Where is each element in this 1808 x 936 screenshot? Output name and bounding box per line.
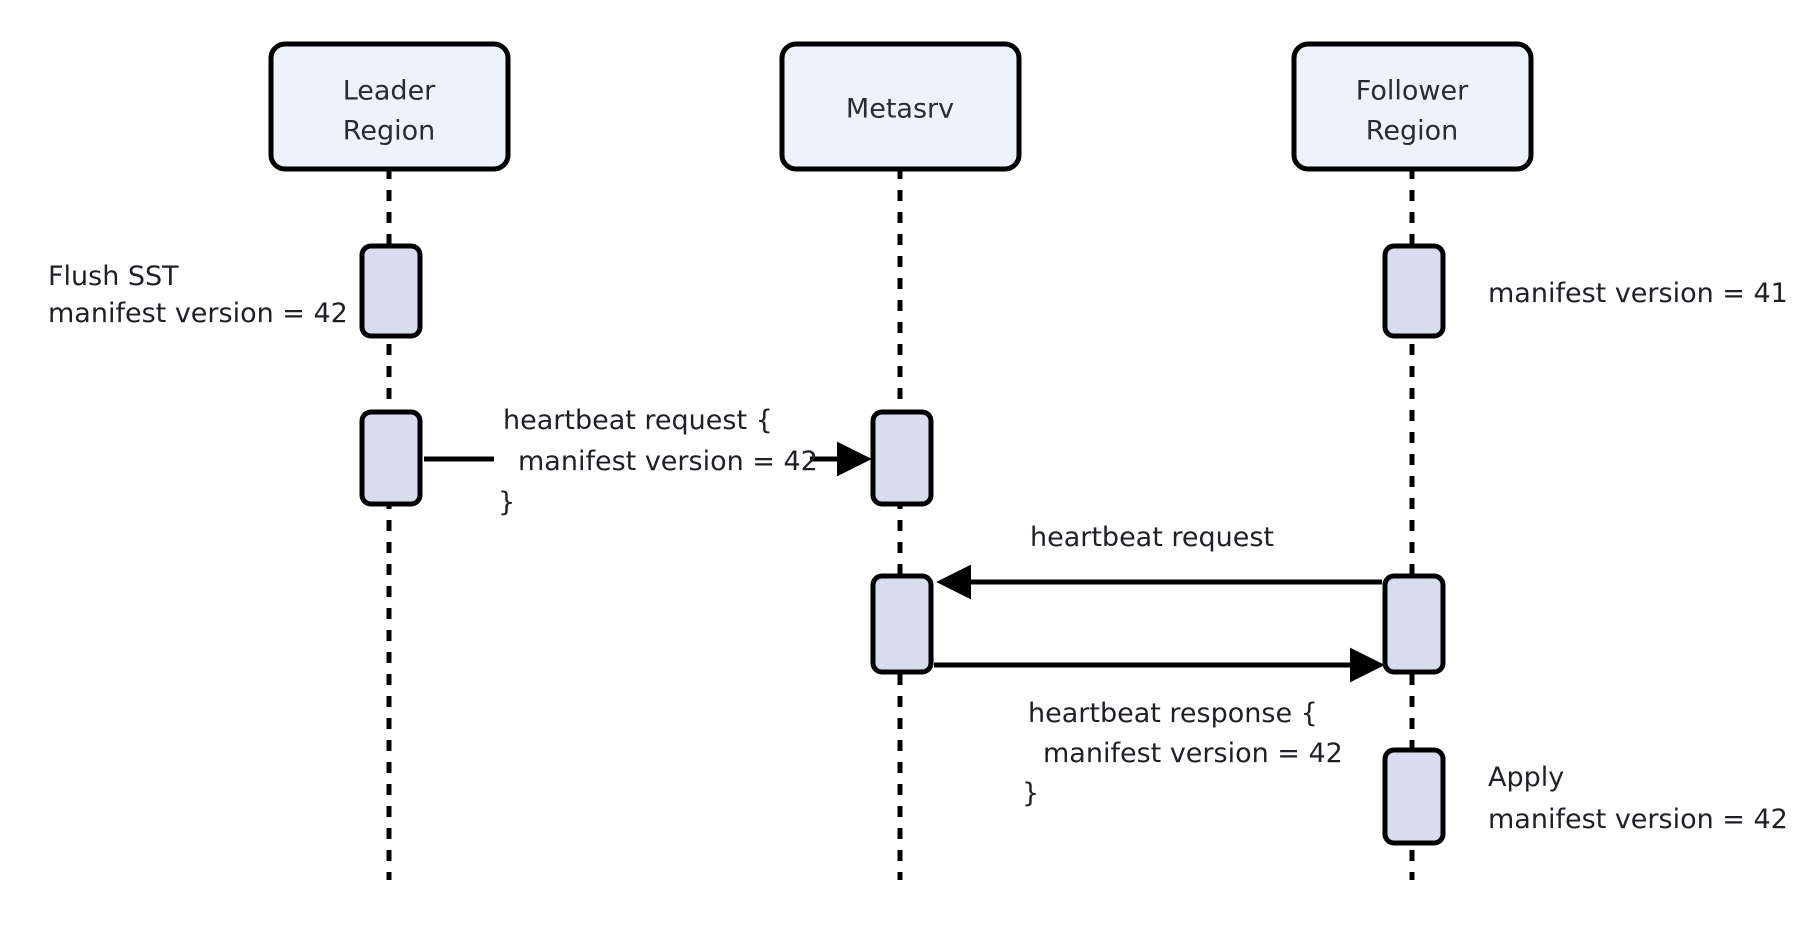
activation-leader-heartbeat[interactable]	[359, 409, 423, 507]
message-heartbeat-request-leader-line3: }	[498, 487, 515, 518]
activation-follower-apply[interactable]	[1382, 747, 1446, 846]
participant-metasrv-box[interactable]	[779, 41, 1022, 172]
message-heartbeat-request-follower-label: heartbeat request	[1030, 522, 1274, 553]
activation-metasrv-follower-exchange[interactable]	[870, 573, 934, 675]
activation-follower-heartbeat[interactable]	[1382, 573, 1446, 675]
note-follower-v41: manifest version = 41	[1488, 278, 1788, 309]
participant-leader-box[interactable]	[268, 41, 511, 172]
activation-follower-initial[interactable]	[1382, 243, 1446, 339]
message-heartbeat-request-follower[interactable]: heartbeat request	[936, 522, 1382, 600]
message-heartbeat-response-line2: manifest version = 42	[1043, 738, 1343, 769]
message-heartbeat-response-line1: heartbeat response {	[1028, 698, 1318, 729]
participant-follower-box[interactable]	[1291, 41, 1534, 172]
note-apply: Apply manifest version = 42	[1488, 762, 1788, 835]
note-apply-line1: Apply	[1488, 762, 1564, 793]
message-heartbeat-request-leader[interactable]: heartbeat request { manifest version = 4…	[424, 405, 872, 518]
participant-follower[interactable]: Follower Region	[1291, 41, 1534, 172]
message-heartbeat-request-leader-line2: manifest version = 42	[518, 446, 818, 477]
participant-leader-label-line2: Region	[343, 116, 435, 147]
message-heartbeat-request-leader-line1: heartbeat request {	[503, 405, 773, 436]
note-apply-line2: manifest version = 42	[1488, 804, 1788, 835]
participant-follower-label-line1: Follower	[1356, 76, 1469, 107]
note-flush-sst-line1: Flush SST	[48, 261, 179, 292]
note-follower-v41-line1: manifest version = 41	[1488, 278, 1788, 309]
participant-follower-label-line2: Region	[1366, 116, 1458, 147]
activation-leader-flush[interactable]	[359, 243, 423, 339]
activation-metasrv-receive-leader[interactable]	[870, 409, 934, 507]
participant-leader[interactable]: Leader Region	[268, 41, 511, 172]
note-flush-sst: Flush SST manifest version = 42	[48, 261, 348, 329]
message-heartbeat-response[interactable]: heartbeat response { manifest version = …	[934, 647, 1385, 809]
participant-metasrv-label-line1: Metasrv	[846, 94, 954, 125]
participant-metasrv[interactable]: Metasrv	[779, 41, 1022, 172]
participant-leader-label-line1: Leader	[343, 76, 436, 107]
note-flush-sst-line2: manifest version = 42	[48, 298, 348, 329]
message-heartbeat-response-line3: }	[1022, 778, 1039, 809]
